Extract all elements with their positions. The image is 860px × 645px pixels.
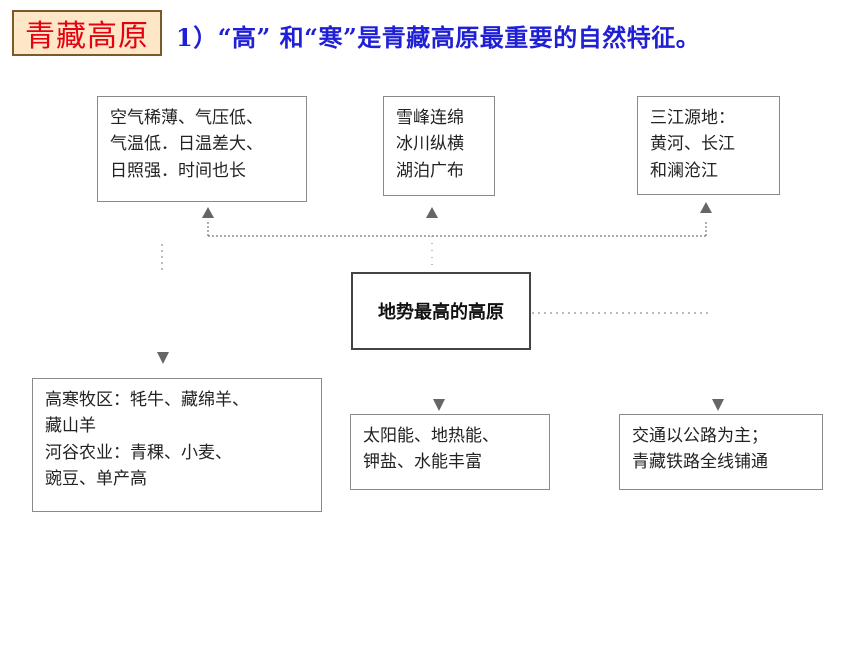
arrow-down-2 xyxy=(433,399,445,411)
box-line: 雪峰连绵 xyxy=(396,108,464,128)
box-line: 空气稀薄、气压低、 xyxy=(110,108,263,128)
box-line: 藏山羊 xyxy=(45,416,96,437)
box-line: 日照强．时间也长 xyxy=(110,160,246,181)
box-line: 青藏铁路全线铺通 xyxy=(632,452,768,473)
box-line: 三江源地： xyxy=(650,108,735,128)
box-line: 太阳能、地热能、 xyxy=(363,426,499,446)
arrow-down-1 xyxy=(157,352,169,364)
bottom-box-energy: 太阳能、地热能、 钾盐、水能丰富 xyxy=(350,414,550,490)
box-line: 钾盐、水能丰富 xyxy=(363,452,482,473)
box-line: 交通以公路为主； xyxy=(632,426,768,446)
top-box-climate: 空气稀薄、气压低、 气温低．日温差大、 日照强．时间也长 xyxy=(97,96,307,202)
arrow-down-3 xyxy=(712,399,724,411)
arrow-up-2 xyxy=(426,207,438,218)
box-line: 气温低．日温差大、 xyxy=(110,134,263,155)
arrow-up-3 xyxy=(700,202,712,213)
slide-subtitle: 1）“高” 和“寒”是青藏高原最重要的自然特征。 xyxy=(176,23,701,52)
slide-title: 青藏高原 xyxy=(25,19,149,54)
box-line: 黄河、长江 xyxy=(650,134,735,155)
box-line: 河谷农业：青稞、小麦、 xyxy=(45,442,232,463)
box-line: 高寒牧区：牦牛、藏绵羊、 xyxy=(45,390,249,410)
arrow-up-1 xyxy=(202,207,214,218)
top-box-glaciers: 雪峰连绵 冰川纵横 湖泊广布 xyxy=(383,96,495,196)
title-badge: 青藏高原 xyxy=(12,10,162,56)
center-node: 地势最高的高原 xyxy=(351,272,531,350)
bottom-box-transport: 交通以公路为主； 青藏铁路全线铺通 xyxy=(619,414,823,490)
box-line: 湖泊广布 xyxy=(396,160,464,181)
box-line: 冰川纵横 xyxy=(396,134,464,155)
bottom-box-agriculture: 高寒牧区：牦牛、藏绵羊、 藏山羊 河谷农业：青稞、小麦、 豌豆、单产高 xyxy=(32,378,322,512)
box-line: 和澜沧江 xyxy=(650,160,718,181)
box-line: 豌豆、单产高 xyxy=(45,469,147,490)
top-box-rivers: 三江源地： 黄河、长江 和澜沧江 xyxy=(637,96,780,195)
